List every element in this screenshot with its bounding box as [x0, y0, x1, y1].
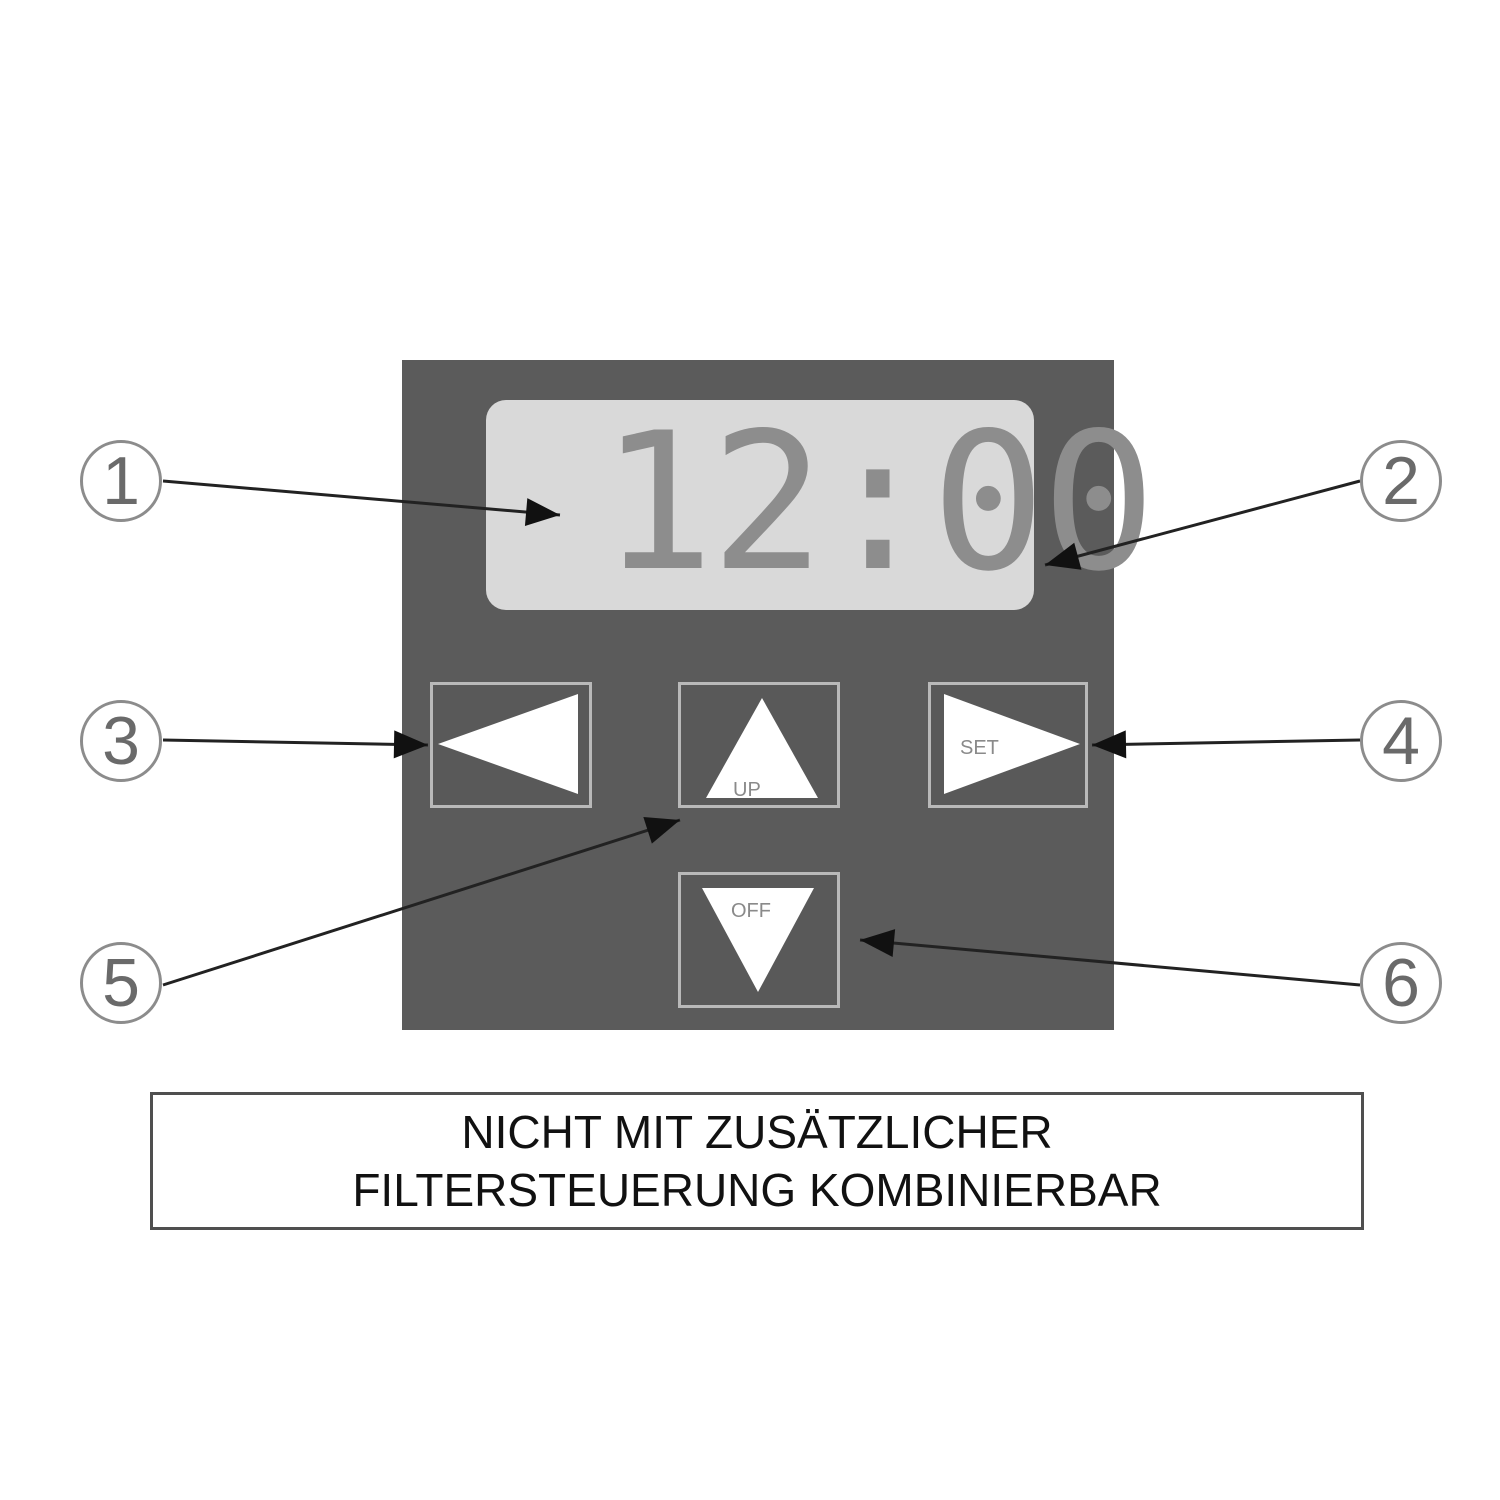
- lcd-display: [486, 400, 1034, 610]
- set-button-label: SET: [960, 737, 999, 759]
- callout-5: 5: [80, 942, 162, 1024]
- leader-4-arrowhead-icon: [1092, 730, 1127, 759]
- callout-2: 2: [1360, 440, 1442, 522]
- notice-line-2: FILTERSTEUERUNG KOMBINIERBAR: [352, 1164, 1162, 1216]
- arrow-left-icon: [438, 694, 578, 794]
- leader-4: [1091, 738, 1361, 747]
- leader-6: [859, 938, 1361, 987]
- leader-2: [1044, 479, 1361, 567]
- leader-3-arrowhead-icon: [393, 730, 428, 759]
- compatibility-notice: NICHT MIT ZUSÄTZLICHER FILTERSTEUERUNG K…: [150, 1092, 1364, 1230]
- leader-3: [162, 738, 429, 747]
- leader-1: [162, 479, 561, 517]
- notice-line-1: NICHT MIT ZUSÄTZLICHER: [461, 1106, 1053, 1158]
- callout-1: 1: [80, 440, 162, 522]
- leader-6-arrowhead-icon: [860, 929, 896, 957]
- arrow-down-icon: [702, 888, 814, 992]
- arrow-up-icon: [706, 698, 818, 798]
- leader-5: [162, 818, 681, 987]
- leader-2-arrowhead-icon: [1045, 542, 1082, 570]
- leader-5-arrowhead-icon: [643, 817, 680, 844]
- callout-3: 3: [80, 700, 162, 782]
- arrow-right-icon: [944, 694, 1080, 794]
- callout-6: 6: [1360, 942, 1442, 1024]
- down-button-label: OFF: [731, 900, 771, 922]
- callout-4: 4: [1360, 700, 1442, 782]
- up-button-label: UP: [733, 779, 761, 801]
- leader-1-arrowhead-icon: [524, 498, 560, 527]
